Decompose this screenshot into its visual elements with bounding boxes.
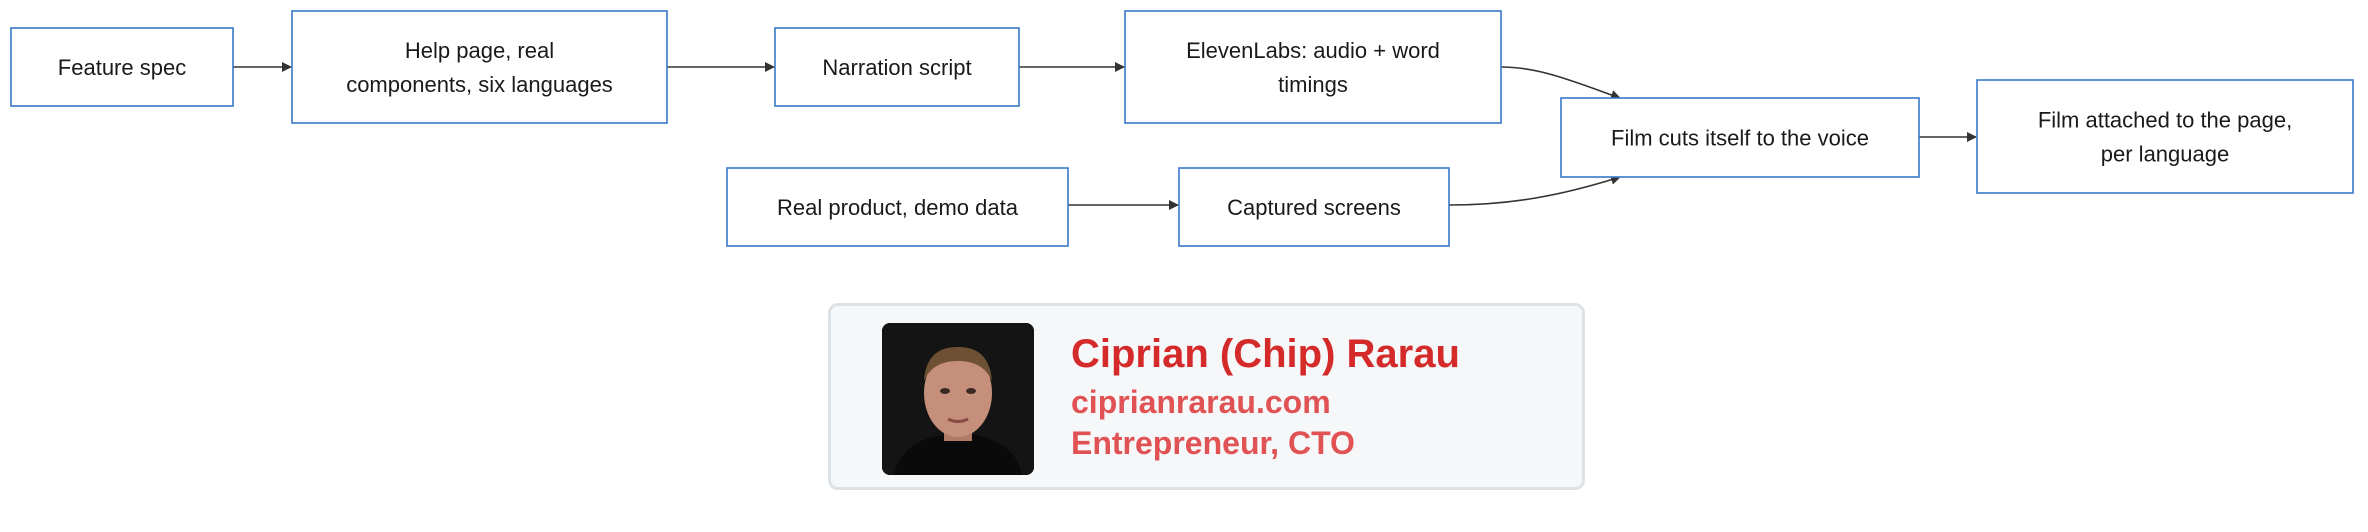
edge-elevenlabs-to-film-cuts [1500, 66, 1621, 100]
edges [233, 62, 1977, 210]
node-film-cuts: Film cuts itself to the voice [1560, 97, 1920, 178]
node-label: Film cuts itself to the voice [1611, 126, 1869, 151]
node-box [1178, 167, 1450, 247]
node-box [1976, 79, 2354, 194]
node-box [726, 167, 1069, 247]
node-captured-screens: Captured screens [1178, 167, 1450, 247]
node-real-product: Real product, demo data [726, 167, 1069, 247]
node-label: Feature spec [58, 55, 186, 80]
node-elevenlabs: ElevenLabs: audio + word timings [1124, 10, 1502, 124]
node-label: per language [2101, 142, 2229, 167]
node-label: Real product, demo data [777, 195, 1019, 220]
node-box [774, 27, 1020, 107]
node-label: Help page, real [405, 38, 554, 63]
author-name: Ciprian (Chip) Rarau [1071, 332, 1460, 376]
author-role: Entrepreneur, CTO [1071, 425, 1355, 461]
avatar-photo [882, 323, 1034, 475]
node-label: Film attached to the page, [2038, 108, 2292, 133]
node-film-attached: Film attached to the page, per language [1976, 79, 2354, 194]
node-label: Captured screens [1227, 195, 1401, 220]
avatar [882, 323, 1034, 475]
node-label: ElevenLabs: audio + word [1186, 38, 1440, 63]
author-card: Ciprian (Chip) Rarau ciprianrarau.com En… [828, 303, 1585, 490]
node-label: Narration script [822, 55, 971, 80]
node-feature-spec: Feature spec [10, 27, 234, 107]
nodes: Feature spec Help page, real components, s… [10, 10, 2354, 247]
author-website: ciprianrarau.com [1071, 384, 1331, 420]
node-narration-script: Narration script [774, 27, 1020, 107]
edge-captured-screens-to-film-cuts [1448, 174, 1621, 206]
node-box [1560, 97, 1920, 178]
node-label: components, six languages [346, 72, 613, 97]
node-box [291, 10, 668, 124]
node-box [1124, 10, 1502, 124]
node-help-page: Help page, real components, six languages [291, 10, 668, 124]
node-box [10, 27, 234, 107]
node-label: timings [1278, 72, 1348, 97]
